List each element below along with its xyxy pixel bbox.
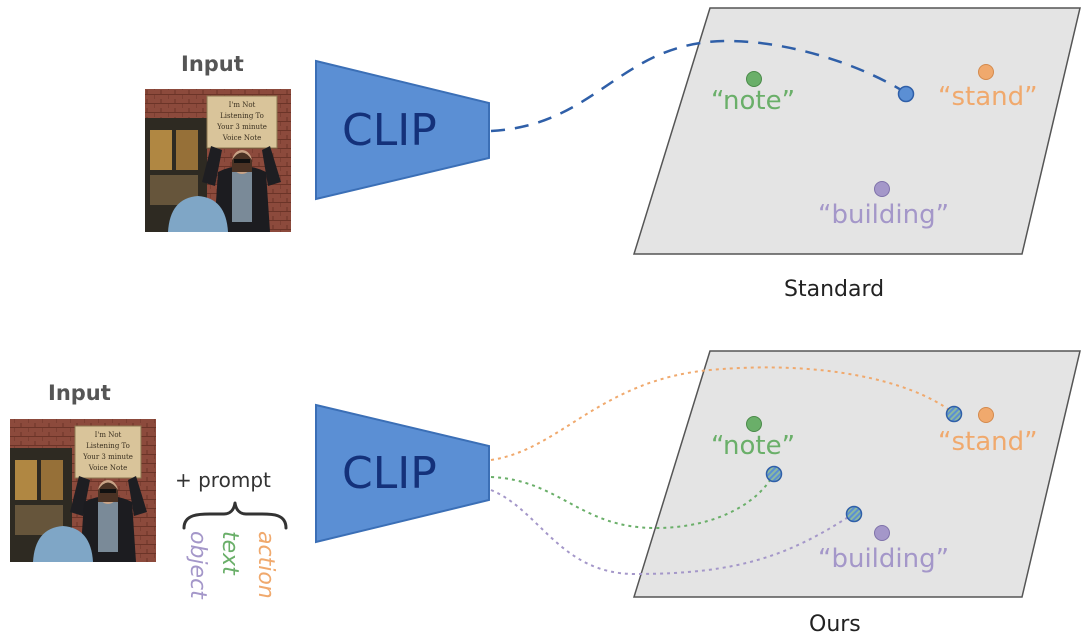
image-embedding-object-dot [845, 505, 863, 523]
input-label-top: Input [181, 52, 244, 76]
sign-line: Your 3 minute [216, 123, 267, 131]
embedding-path-standard [490, 39, 907, 133]
embedding-plane-bottom [632, 350, 1081, 598]
caption-standard: Standard [784, 277, 885, 302]
image-embedding-text-dot [765, 465, 783, 483]
sign-line: Listening To [86, 442, 130, 450]
prompt-item-text: text [217, 531, 242, 575]
stand-dot-bottom [978, 407, 994, 423]
embedding-path-action [490, 366, 953, 461]
stand-dot-top [978, 64, 994, 80]
building-label-top: “building” [818, 200, 950, 230]
note-dot-top [746, 71, 762, 87]
clip-label-bottom: CLIP [342, 448, 437, 499]
caption-ours: Ours [809, 612, 861, 637]
prompt-label: + prompt [175, 468, 271, 492]
clip-label-top: CLIP [342, 105, 437, 156]
sign-line: I'm Not [229, 101, 256, 109]
note-label-bottom: “note” [711, 431, 796, 461]
input-photo-top: I'm Not Listening To Your 3 minute Voice… [145, 89, 291, 232]
building-dot-top [874, 181, 890, 197]
sign-line: Voice Note [222, 134, 261, 142]
sign-line: Listening To [220, 112, 264, 120]
image-embedding-dot-top [897, 85, 915, 103]
prompt-item-action: action [253, 531, 278, 599]
sign-line: I'm Not [95, 431, 122, 439]
stand-label-bottom: “stand” [938, 427, 1038, 457]
input-label-bottom: Input [48, 381, 111, 405]
prompt-item-object: object [185, 531, 210, 599]
stand-label-top: “stand” [938, 82, 1038, 112]
image-embedding-action-dot [945, 405, 963, 423]
input-photo-bottom: I'm Not Listening To Your 3 minute Voice… [10, 419, 156, 562]
note-label-top: “note” [711, 86, 796, 116]
building-label-bottom: “building” [818, 544, 950, 574]
note-dot-bottom [746, 416, 762, 432]
embedding-plane-top [632, 7, 1081, 255]
clip-encoder-bottom [315, 403, 490, 544]
embedding-path-text [490, 474, 774, 530]
building-dot-bottom [874, 525, 890, 541]
prompt-brace [182, 501, 288, 530]
sign-line: Voice Note [88, 464, 127, 472]
sign-line: Your 3 minute [82, 453, 133, 461]
clip-encoder-top [315, 59, 490, 201]
